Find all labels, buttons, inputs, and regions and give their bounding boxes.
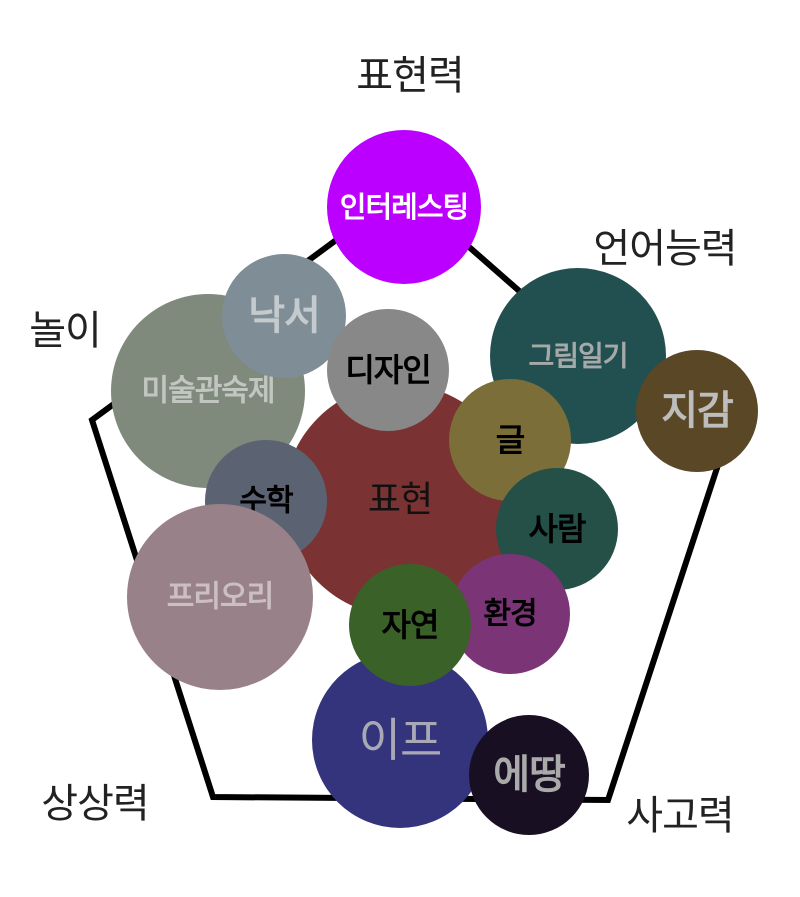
axis-label-lower-right: 사고력 <box>626 793 734 839</box>
bubble-label: 글 <box>496 421 525 459</box>
bubble-circle <box>349 564 471 686</box>
bubble: 이프 <box>312 652 488 828</box>
bubble-label: 이프 <box>359 713 442 767</box>
bubble: 프리오리 <box>127 504 313 690</box>
bubble-label: 표현 <box>368 480 432 521</box>
bubble-label: 디자인 <box>345 351 430 389</box>
bubble-circle <box>327 309 449 431</box>
bubble: 디자인 <box>327 309 449 431</box>
bubble-circle <box>127 504 313 690</box>
bubble-label: 에땅 <box>493 752 566 798</box>
bubble-circle <box>327 130 481 284</box>
bubble-label: 인터레스팅 <box>340 190 468 224</box>
bubble-circle <box>636 350 758 472</box>
bubble-label: 지감 <box>661 388 734 434</box>
axis-label-lower-left: 상상력 <box>41 781 149 827</box>
bubble: 자연 <box>349 564 471 686</box>
bubble: 인터레스팅 <box>327 130 481 284</box>
bubble-circle <box>469 715 589 835</box>
axis-label-top: 표현력 <box>356 53 464 99</box>
bubble-label: 프리오리 <box>167 580 273 615</box>
bubble-label: 사람 <box>529 510 586 548</box>
bubble-label: 자연 <box>382 606 439 644</box>
bubble: 낙서 <box>222 254 346 378</box>
bubble-label: 낙서 <box>248 293 320 339</box>
bubble: 에땅 <box>469 715 589 835</box>
bubble: 환경 <box>450 554 570 674</box>
bubble-circle <box>222 254 346 378</box>
bubble-label: 미술관숙제 <box>142 374 275 409</box>
bubble-circle <box>312 652 488 828</box>
bubble-label: 환경 <box>483 597 536 632</box>
bubble-circle <box>450 554 570 674</box>
axis-label-upper-right: 언어능력 <box>593 226 737 272</box>
bubble-label: 그림일기 <box>528 340 627 373</box>
bubble: 지감 <box>636 350 758 472</box>
axis-label-upper-left: 놀이 <box>29 308 102 354</box>
